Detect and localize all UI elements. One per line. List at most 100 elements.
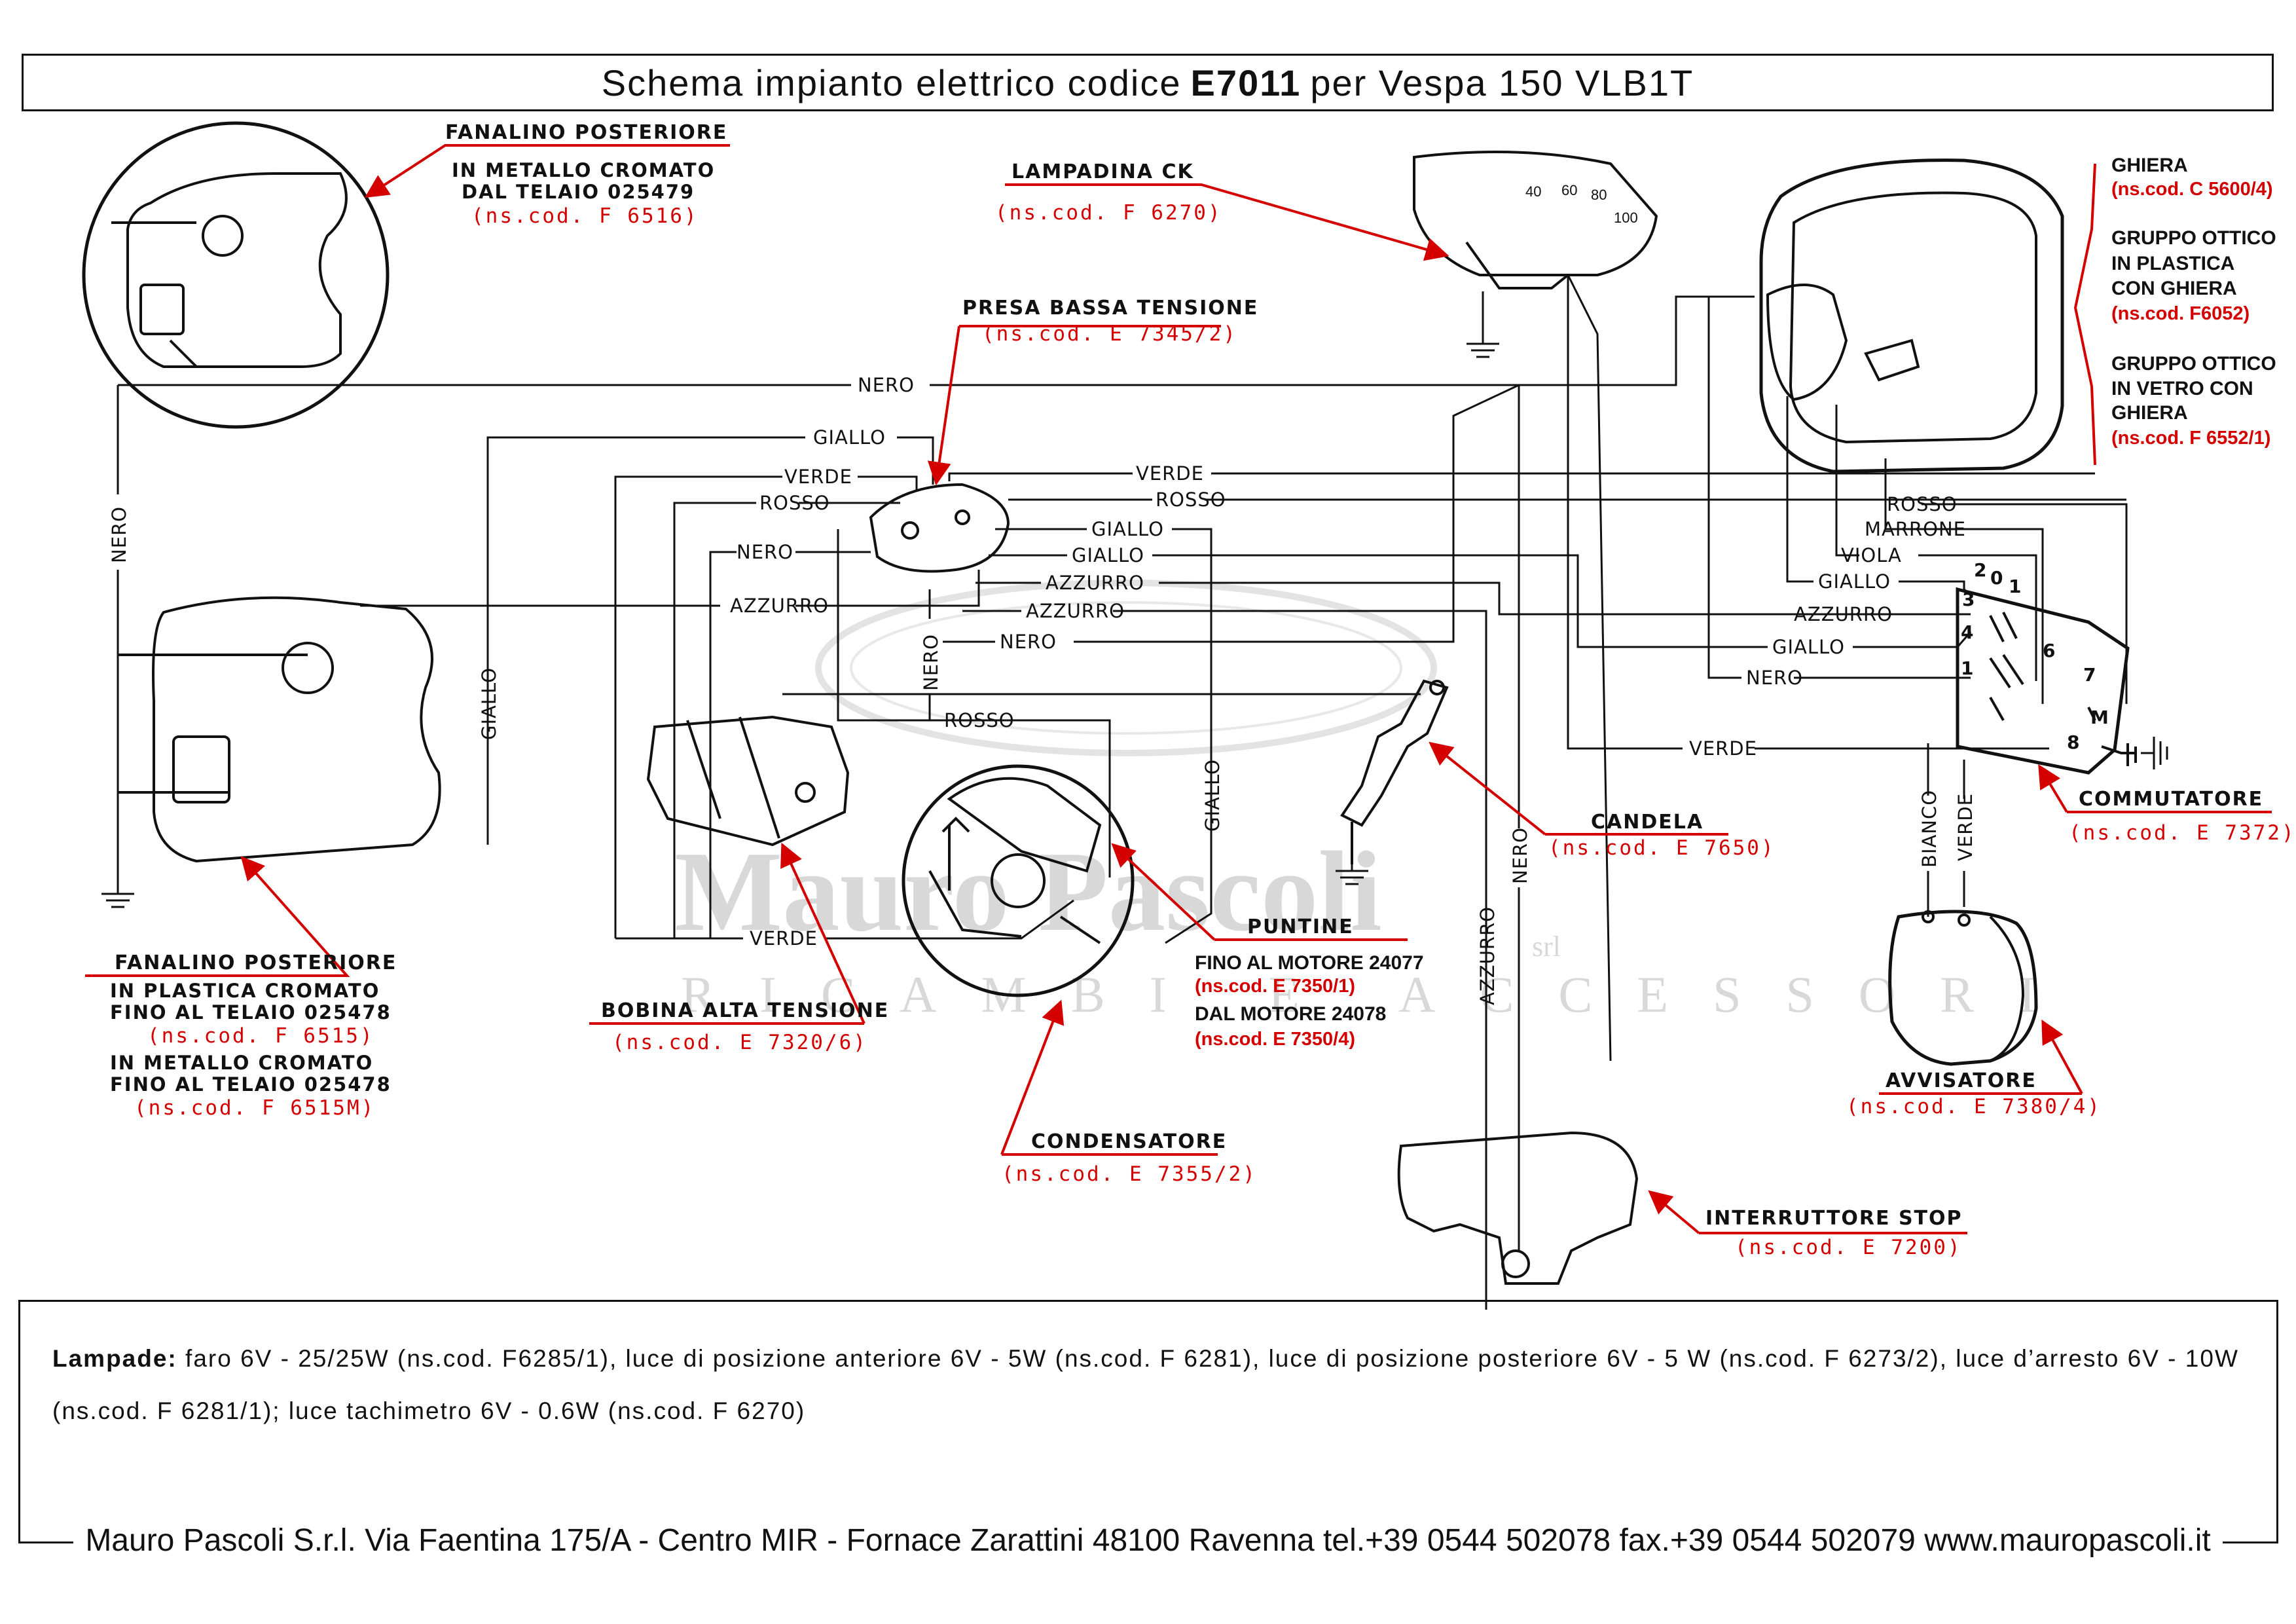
label-giallo-c2: GIALLO [1772, 636, 1845, 658]
wiring [117, 274, 2128, 1310]
label-nero-c: NERO [1746, 667, 1803, 689]
rosso-c-wire [1922, 503, 2128, 704]
fanalino-bottom-code1: (ns.cod. F 6515) [147, 1024, 374, 1048]
label-rosso-c: ROSSO [1887, 493, 1958, 515]
verde-bottom-wire [615, 899, 1074, 940]
label-nero-top: NERO [858, 374, 915, 396]
label-azzurro-c: AZZURRO [1794, 603, 1893, 625]
gruppo-plastica-3: CON GHIERA [2111, 278, 2237, 299]
fanalino-top-line1: IN METALLO CROMATO [452, 159, 715, 181]
puntine-code2: (ns.cod. E 7350/4) [1195, 1029, 1355, 1050]
interruttore-code: (ns.cod. E 7200) [1735, 1236, 1962, 1259]
pin-2: 2 [1974, 559, 1986, 581]
azzurro-r2-wire [962, 610, 1487, 1310]
ghiera-name: GHIERA [2111, 155, 2188, 176]
fanalino-bottom-line1: IN PLASTICA CROMATO [110, 980, 380, 1002]
viola-c-wire [1835, 405, 2037, 681]
fanalino-bottom-name: FANALINO POSTERIORE [115, 951, 397, 974]
presa-name: PRESA BASSA TENSIONE [962, 297, 1258, 320]
lamps-info: Lampade: faro 6V - 25/25W (ns.cod. F6285… [52, 1333, 2239, 1437]
label-viola-c: VIOLA [1841, 544, 1902, 566]
ghiera-code: (ns.cod. C 5600/4) [2111, 179, 2273, 200]
wire-labels: NERO NERO GIALLO GIALLO VERDE ROSSO NERO… [108, 374, 1977, 1005]
commutatore-name: COMMUTATORE [2079, 788, 2263, 811]
rosso-mid-wire [837, 529, 1106, 722]
gauge-tick-100: 100 [1614, 210, 1638, 226]
stop-switch-drawing [1397, 1131, 1639, 1285]
fanalino-top-line2: DAL TELAIO 025479 [462, 181, 695, 203]
nero-vert-mid [928, 589, 1111, 877]
puntine-line1: FINO AL MOTORE 24077 [1195, 952, 1424, 974]
component-labels: FANALINO POSTERIORE IN METALLO CROMATO D… [110, 121, 2294, 1259]
fanalino-bottom-line3: IN METALLO CROMATO [110, 1052, 373, 1074]
pin-6: 6 [2043, 640, 2055, 661]
fanalino-top-code: (ns.cod. F 6516) [471, 204, 699, 228]
label-giallo-c1: GIALLO [1818, 570, 1891, 593]
ground-symbols [101, 291, 2168, 908]
pin-1: 1 [2009, 576, 2021, 597]
condensatore-name: CONDENSATORE [1031, 1130, 1227, 1153]
tail-light-bottom-drawing [118, 596, 441, 863]
gruppo-vetro-1: GRUPPO OTTICO [2111, 353, 2276, 375]
label-azzurro-vert: AZZURRO [1476, 906, 1499, 1005]
watermark-sub: RICAMBI E ACCESSORI [681, 966, 2080, 1023]
label-bianco: BIANCO [1918, 790, 1941, 868]
avvisatore-code: (ns.cod. E 7380/4) [1846, 1095, 2102, 1118]
fanalino-bottom-line2: FINO AL TELAIO 025478 [110, 1001, 392, 1024]
footer-text: Mauro Pascoli S.r.l. Via Faentina 175/A … [73, 1523, 2223, 1558]
pin-1b: 1 [1961, 657, 1973, 679]
pin-8: 8 [2067, 731, 2079, 753]
candela-name: CANDELA [1591, 811, 1704, 834]
label-verde-comm: VERDE [1689, 737, 1757, 760]
pin-3: 3 [1962, 589, 1975, 610]
gauge-tick-60: 60 [1561, 182, 1577, 198]
verde-right-wire [948, 472, 2095, 481]
lampadina-code: (ns.cod. F 6270) [995, 201, 1222, 225]
label-giallo-r1: GIALLO [1091, 518, 1164, 540]
fanalino-bottom-code2: (ns.cod. F 6515M) [134, 1096, 375, 1120]
pin-M: M [2090, 707, 2109, 728]
condensatore-code: (ns.cod. E 7355/2) [1002, 1162, 1257, 1186]
watermark-scooter-logo [815, 580, 1437, 756]
gauge-tick-40: 40 [1525, 183, 1541, 200]
pin-4: 4 [1961, 621, 1973, 643]
label-giallo-vert: GIALLO [478, 667, 500, 740]
watermark-srl: srl [1532, 931, 1561, 963]
pin-7: 7 [2083, 664, 2096, 686]
label-nero-vert-r: NERO [1509, 827, 1531, 884]
label-giallo-r2: GIALLO [1072, 544, 1144, 566]
headlight-drawing [1759, 158, 2064, 473]
gruppo-vetro-code: (ns.cod. F 6552/1) [2111, 428, 2270, 449]
commutatore-pins: 2 0 1 3 4 1 6 7 M 8 [1961, 559, 2109, 753]
title-suffix: per Vespa 150 VLB1T [1310, 62, 1694, 103]
marrone-c-wire [1884, 458, 2044, 704]
label-giallo-vert-mid: GIALLO [1201, 759, 1224, 832]
nero-c-wire [1707, 297, 1971, 679]
tail-light-top-drawing [82, 121, 390, 429]
fanalino-top-name: FANALINO POSTERIORE [445, 121, 727, 144]
presa-bassa-drawing [869, 483, 1010, 573]
label-azzurro-r2: AZZURRO [1026, 600, 1125, 622]
avvisatore-name: AVVISATORE [1886, 1069, 2037, 1092]
gruppo-plastica-1: GRUPPO OTTICO [2111, 227, 2276, 249]
label-rosso-l: ROSSO [759, 492, 830, 514]
rosso-left-wire [673, 502, 900, 938]
label-azzurro-l: AZZURRO [730, 595, 829, 617]
lamps-text: faro 6V - 25/25W (ns.cod. F6285/1), luce… [52, 1345, 2239, 1424]
gruppo-vetro-2: IN VETRO CON [2111, 378, 2253, 399]
label-verde-r: VERDE [1136, 462, 1204, 485]
label-rosso-r: ROSSO [1156, 489, 1226, 511]
label-verde-l: VERDE [784, 466, 852, 488]
speedo-wire [1567, 274, 1612, 1061]
gruppo-plastica-code: (ns.cod. F6052) [2111, 303, 2250, 324]
giallo-r2-wire [989, 554, 1741, 648]
nero-left-short [709, 551, 871, 938]
bobina-name: BOBINA ALTA TENSIONE [601, 999, 889, 1022]
lamps-label: Lampade: [52, 1345, 177, 1372]
label-marrone-c: MARRONE [1865, 518, 1966, 540]
interruttore-name: INTERRUTTORE STOP [1705, 1207, 1963, 1230]
puntine-name: PUNTINE [1247, 915, 1354, 938]
label-verde-bottom: VERDE [750, 927, 818, 950]
callout-lines [85, 144, 2272, 1234]
